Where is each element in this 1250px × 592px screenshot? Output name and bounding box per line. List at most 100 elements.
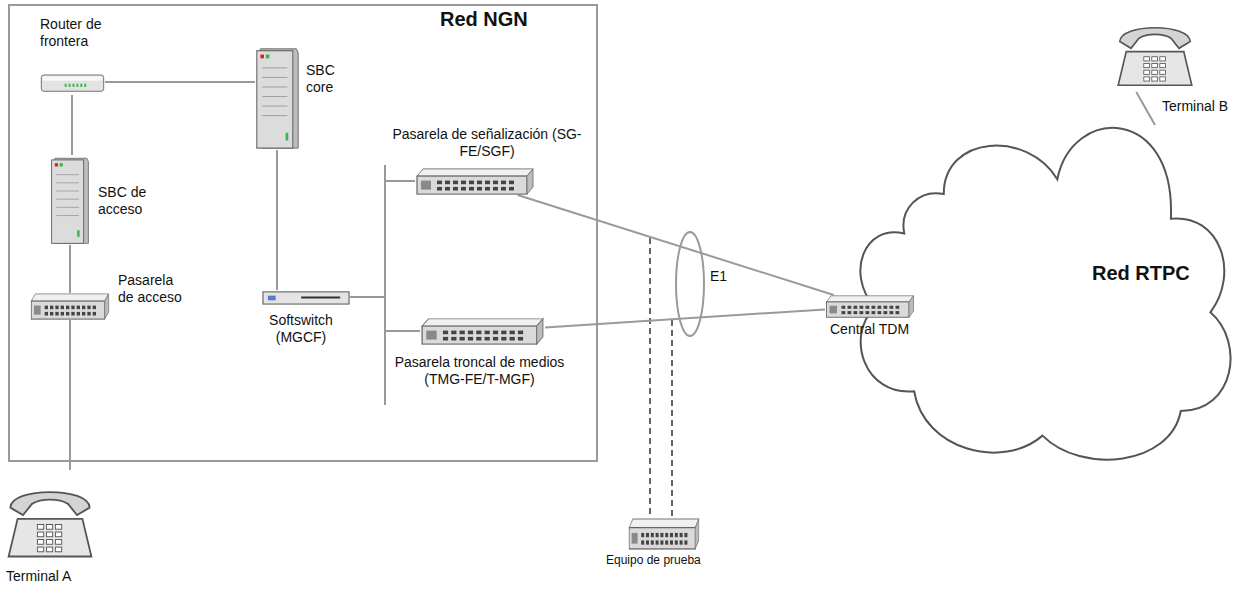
device-port bbox=[45, 312, 48, 316]
link-line bbox=[69, 320, 71, 470]
phone-key bbox=[55, 547, 61, 552]
phone-key bbox=[1144, 57, 1150, 61]
device-port bbox=[680, 533, 683, 537]
access-gateway: Pasarela de acceso bbox=[30, 293, 110, 320]
device-port bbox=[82, 306, 85, 310]
link-line bbox=[69, 245, 71, 293]
device-port bbox=[453, 181, 458, 185]
link-line bbox=[545, 309, 825, 327]
device-port bbox=[656, 533, 659, 537]
network-region: Red NGNRouter de fronteraSBC coreSBC de … bbox=[8, 4, 598, 462]
server-icon bbox=[50, 155, 90, 245]
link-line bbox=[276, 150, 278, 290]
phone-key bbox=[1144, 77, 1150, 81]
device-port bbox=[660, 540, 663, 544]
phone-key bbox=[1160, 77, 1166, 81]
link-line bbox=[1136, 92, 1155, 125]
softswitch-slot bbox=[301, 297, 340, 299]
device-port bbox=[501, 331, 506, 335]
server-slot bbox=[262, 67, 287, 68]
trunk-media-gateway: Pasarela troncal de medios (TMG-FE/T-MGF… bbox=[420, 318, 545, 345]
device-port bbox=[461, 187, 466, 191]
device-port bbox=[641, 533, 644, 537]
softswitch-body bbox=[263, 292, 349, 304]
device-front bbox=[827, 302, 910, 317]
device-port bbox=[443, 337, 448, 341]
device-port bbox=[641, 540, 644, 544]
device-panel bbox=[426, 331, 436, 340]
phone-key bbox=[46, 547, 52, 552]
tdm-exchange: Central TDM bbox=[825, 295, 915, 318]
device-port bbox=[896, 306, 900, 309]
phone-key bbox=[1152, 77, 1158, 81]
device-port bbox=[510, 337, 515, 341]
device-port bbox=[469, 181, 474, 185]
device-port bbox=[493, 181, 498, 185]
phone-key bbox=[1144, 63, 1150, 67]
link-line bbox=[350, 297, 420, 331]
phone-key bbox=[1144, 70, 1150, 74]
device-side bbox=[527, 169, 533, 194]
device-port bbox=[878, 306, 882, 309]
device-side bbox=[695, 519, 699, 549]
device-port bbox=[665, 540, 668, 544]
server-slot bbox=[56, 199, 78, 200]
device-port bbox=[468, 337, 473, 341]
device-port bbox=[93, 306, 96, 310]
device-port bbox=[842, 306, 846, 309]
phone-base bbox=[9, 519, 92, 557]
device-port bbox=[477, 181, 482, 185]
e1-bundle-ring bbox=[676, 232, 704, 336]
router-icon bbox=[40, 70, 105, 95]
device-front bbox=[629, 528, 695, 549]
device-port bbox=[485, 181, 490, 185]
device-label: Central TDM bbox=[830, 321, 909, 338]
phone-key bbox=[1152, 63, 1158, 67]
device-label: SBC core bbox=[306, 62, 351, 95]
server-led bbox=[266, 55, 270, 59]
device-port bbox=[684, 540, 687, 544]
sbc-core-server: SBC core bbox=[255, 45, 300, 150]
device-port bbox=[460, 337, 465, 341]
router-led bbox=[80, 84, 82, 87]
router-led bbox=[73, 84, 75, 87]
router-led bbox=[65, 84, 67, 87]
phone-key bbox=[37, 525, 43, 530]
phone-key bbox=[37, 547, 43, 552]
device-top bbox=[422, 319, 543, 326]
phone-handset bbox=[1120, 28, 1190, 49]
device-port bbox=[854, 306, 858, 309]
server-slot bbox=[262, 77, 287, 78]
device-panel bbox=[34, 306, 41, 315]
device-port bbox=[665, 533, 668, 537]
server-slot bbox=[56, 215, 78, 216]
device-port bbox=[485, 331, 490, 335]
softswitch-badge bbox=[268, 296, 276, 301]
device-port bbox=[896, 311, 900, 314]
server-led bbox=[260, 55, 264, 59]
link-line bbox=[350, 181, 415, 297]
server-slot bbox=[262, 115, 287, 116]
device-label: Pasarela troncal de medios (TMG-FE/T-MGF… bbox=[392, 354, 567, 387]
device-port bbox=[854, 311, 858, 314]
device-port bbox=[866, 311, 870, 314]
device-port bbox=[61, 306, 64, 310]
device-port bbox=[656, 540, 659, 544]
device-port bbox=[493, 187, 498, 191]
server-slot bbox=[262, 106, 287, 107]
device-port bbox=[50, 312, 53, 316]
device-label: Equipo de prueba bbox=[606, 553, 701, 567]
device-top bbox=[827, 296, 914, 302]
device-label: Router de frontera bbox=[40, 16, 125, 49]
softswitch: Softswitch (MGCF) bbox=[262, 290, 350, 305]
device-port bbox=[476, 337, 481, 341]
device-port bbox=[77, 312, 80, 316]
device-port bbox=[651, 540, 654, 544]
phone-key bbox=[1160, 70, 1166, 74]
signalling-gateway-icon bbox=[415, 168, 535, 195]
device-port bbox=[468, 331, 473, 335]
server-front bbox=[257, 51, 293, 148]
device-port bbox=[66, 312, 69, 316]
phone-key bbox=[1160, 57, 1166, 61]
softswitch-icon bbox=[262, 290, 350, 305]
